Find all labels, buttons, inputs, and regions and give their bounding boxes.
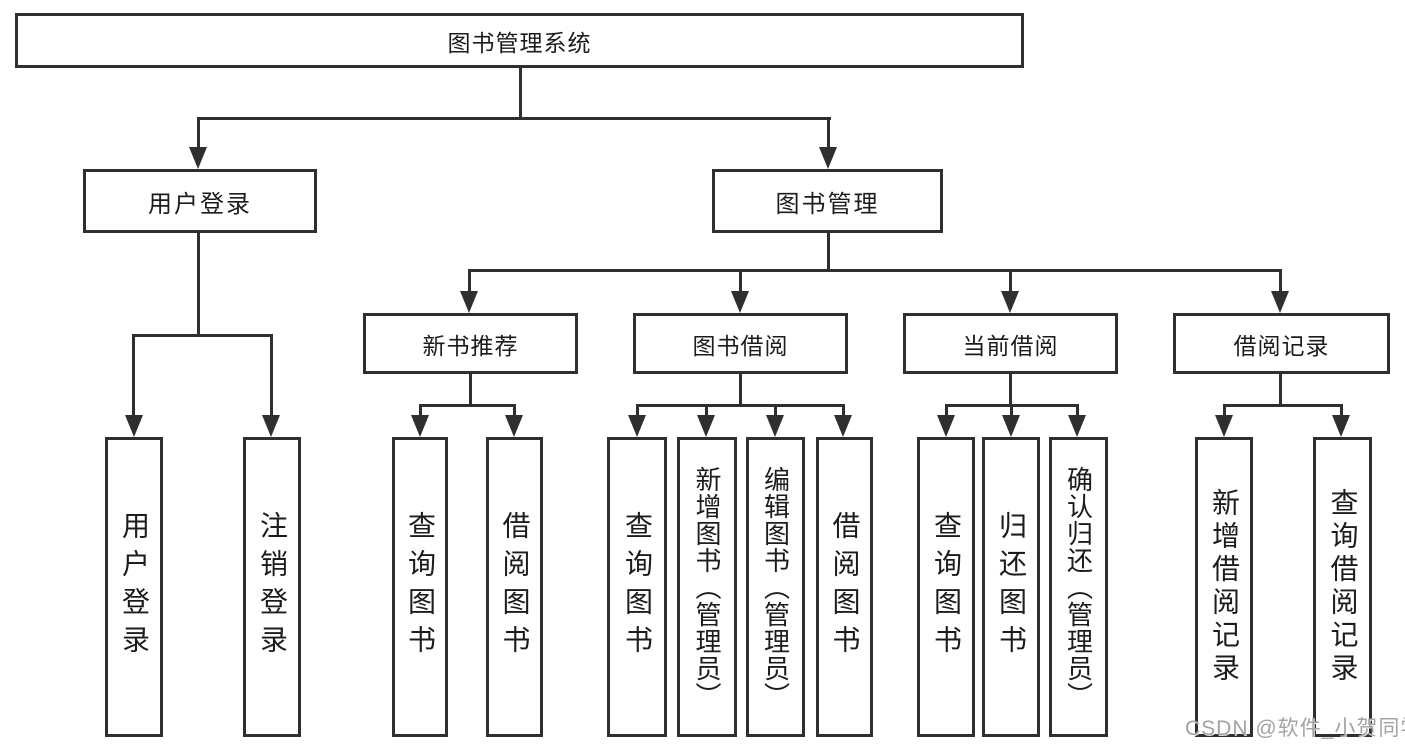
leaf-add-borrow-record: 新增借阅记录 [1195,437,1253,737]
connector-shaft [1340,404,1343,418]
node-label: 查询图书 [931,511,962,663]
leaf-return-books: 归还图书 [982,437,1040,737]
node-label: 新增图书（管理员） [692,465,722,709]
connector-vertical [469,374,472,407]
connector-shaft [270,334,273,416]
node-label: 图书管理系统 [447,29,592,56]
node-label: 确认归还（管理员） [1063,465,1094,709]
connector-root-horizontal [197,117,831,120]
arrowhead-icon [819,147,837,169]
connector-shaft [513,404,516,418]
arrowhead-icon [125,415,143,437]
connector-vertical [1279,374,1282,407]
arrowhead-icon [731,291,749,313]
node-borrowing-records: 借阅记录 [1173,313,1390,374]
connector-shaft [842,404,845,418]
connector-shaft [1223,404,1226,418]
node-label: 借阅图书 [829,511,861,663]
leaf-borrow-books-recommendation: 借阅图书 [486,437,543,737]
connector-shaft [636,404,639,418]
arrowhead-icon [505,415,523,437]
node-user-login: 用户登录 [83,169,317,233]
connector-shaft [132,334,135,416]
arrowhead-icon [1332,415,1350,437]
arrowhead-icon [766,415,784,437]
arrowhead-icon [1002,415,1020,437]
node-label: 归还图书 [996,511,1027,663]
connector-horizontal [468,269,1282,272]
leaf-edit-books-admin: 编辑图书（管理员） [746,437,805,737]
node-book-borrowing: 图书借阅 [633,313,848,374]
connector-vertical [827,233,830,272]
connector-root-vertical [519,68,522,120]
arrowhead-icon [697,415,715,437]
connector-shaft [705,404,708,418]
arrowhead-icon [189,147,207,169]
connector-shaft [1009,269,1012,292]
node-label: 新增借阅记录 [1209,488,1240,686]
node-label: 新书推荐 [422,332,519,359]
connector-vertical [1009,374,1012,407]
connector-shaft [1076,404,1079,418]
connector-horizontal [132,334,273,337]
leaf-query-books-borrowing: 查询图书 [607,437,667,737]
node-label: 查询图书 [405,511,436,663]
node-label: 图书借阅 [692,332,789,359]
arrowhead-icon [1068,415,1086,437]
node-label: 借阅记录 [1233,332,1330,359]
node-label: 查询图书 [622,511,653,663]
connector-horizontal [636,404,845,407]
arrowhead-icon [1001,291,1019,313]
node-label: 当前借阅 [962,332,1059,359]
node-label: 借阅图书 [499,511,531,663]
node-label: 注销登录 [257,511,288,663]
connector-shaft [197,117,200,148]
connector-vertical [739,374,742,407]
arrowhead-icon [937,415,955,437]
leaf-query-books-recommendation: 查询图书 [392,437,448,737]
arrowhead-icon [834,415,852,437]
node-label: 图书管理 [775,190,880,218]
connector-shaft [1279,269,1282,292]
leaf-confirm-return-admin: 确认归还（管理员） [1049,437,1108,737]
arrowhead-icon [262,415,280,437]
arrowhead-icon [460,291,478,313]
arrowhead-icon [1215,415,1233,437]
node-label: 查询借阅记录 [1327,488,1359,686]
connector-horizontal [1223,404,1343,407]
connector-shaft [774,404,777,418]
connector-shaft [827,117,830,148]
connector-shaft [419,404,422,418]
node-book-management-system: 图书管理系统 [15,13,1024,68]
leaf-query-borrow-record: 查询借阅记录 [1313,437,1372,737]
connector-shaft [945,404,948,418]
node-new-book-recommendation: 新书推荐 [363,313,578,374]
node-label: 用户登录 [119,511,150,663]
arrowhead-icon [628,415,646,437]
node-book-management: 图书管理 [712,169,943,233]
connector-vertical [197,233,200,337]
connector-shaft [1010,404,1013,418]
connector-shaft [468,269,471,292]
connector-horizontal [419,404,516,407]
leaf-borrow-books: 借阅图书 [816,437,873,737]
leaf-logout: 注销登录 [243,437,301,737]
leaf-add-books-admin: 新增图书（管理员） [677,437,737,737]
csdn-watermark: CSDN @软件_小贺同学 [1185,717,1405,740]
connector-shaft [739,269,742,292]
node-label: 编辑图书（管理员） [760,465,791,709]
node-current-borrowing: 当前借阅 [903,313,1118,374]
leaf-user-login: 用户登录 [105,437,163,737]
arrowhead-icon [411,415,429,437]
leaf-query-books-current: 查询图书 [917,437,975,737]
node-label: 用户登录 [148,190,252,218]
arrowhead-icon [1271,291,1289,313]
